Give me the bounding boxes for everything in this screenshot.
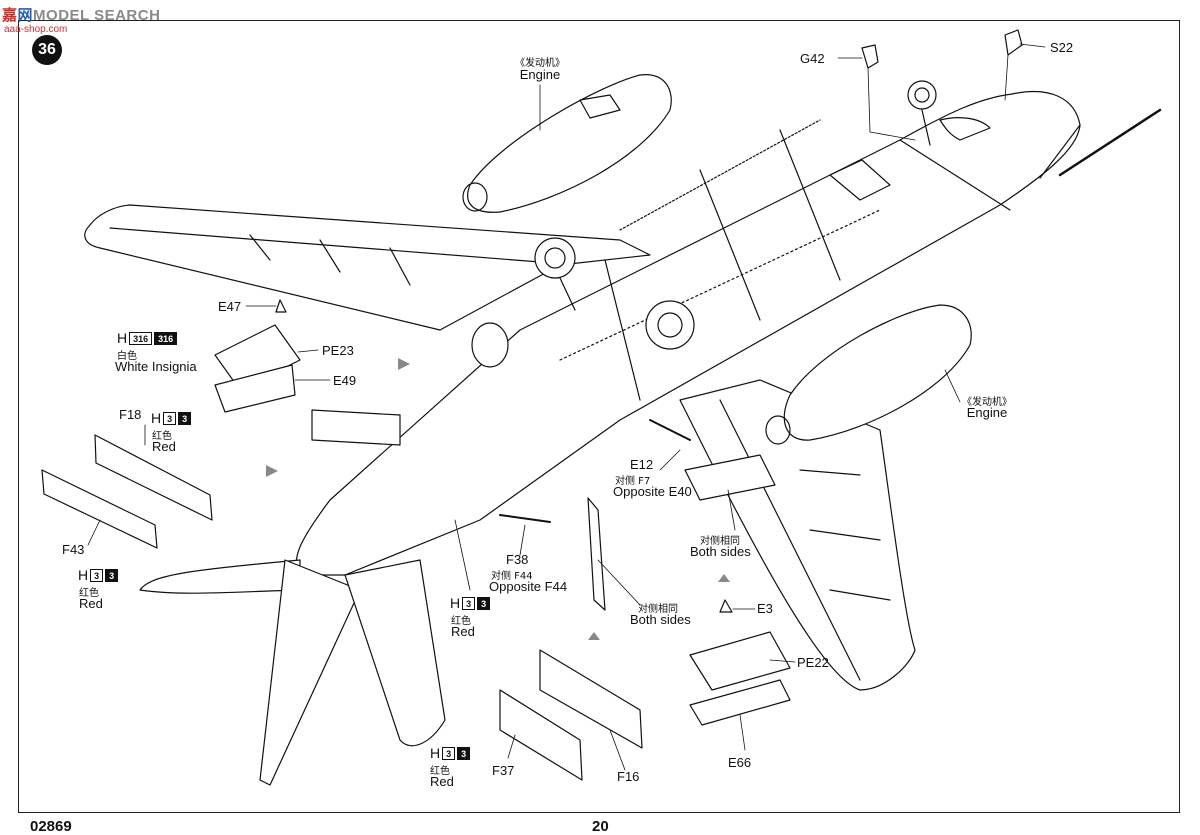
label-e66: E66 (728, 755, 752, 770)
label-both-right-cn: 对侧相同 (700, 536, 740, 547)
product-code: 02869 (30, 818, 72, 835)
paint-red-f18-en: Red (152, 439, 176, 454)
paint-red-mid-cn: 红色 (451, 616, 471, 627)
step-number: 36 (32, 35, 62, 65)
engine-right-label: Engine (966, 405, 1008, 420)
direction-arrows (266, 358, 730, 640)
engine-top-cn: 《发动机》 (515, 58, 565, 69)
label-e12-cn: 对侧 F7 (615, 476, 651, 487)
paint-white-en: White Insignia (115, 359, 197, 374)
paint-white-cn: 白色 (117, 351, 137, 362)
left-wing (84, 204, 651, 331)
watermark-url: aaa-shop.com (4, 24, 68, 35)
engine-top-label: Engine (519, 67, 561, 82)
label-both-mid: Both sides (630, 612, 691, 627)
tail (139, 559, 446, 786)
label-e3: E3 (757, 601, 773, 616)
landing-gear (471, 80, 937, 368)
part-s22 (1004, 29, 1023, 56)
paint-red-f43-cn: 红色 (79, 588, 99, 599)
watermark: 嘉网MODEL SEARCH (2, 7, 161, 24)
engine-right (765, 304, 972, 445)
label-e12: E12 (630, 457, 654, 472)
label-s22: S22 (1050, 40, 1074, 55)
label-f38-opposite: Opposite F44 (489, 579, 568, 594)
label-e49: E49 (333, 373, 357, 388)
paint-red-mid-en: Red (451, 624, 475, 639)
part-g42 (861, 44, 879, 69)
paint-red-bottom-cn: 红色 (430, 766, 450, 777)
fuselage (295, 90, 1162, 576)
label-f43: F43 (62, 542, 85, 557)
page-frame (18, 20, 1180, 813)
label-pe22: PE22 (797, 655, 829, 670)
parts-left (41, 299, 401, 549)
paint-red-f43-en: Red (79, 596, 103, 611)
label-pe23: PE23 (322, 343, 354, 358)
label-both-right: Both sides (690, 544, 751, 559)
label-f16: F16 (617, 769, 640, 784)
engine-top (462, 74, 672, 213)
label-both-mid-cn: 对侧相同 (638, 604, 678, 615)
label-f18: F18 (119, 407, 142, 422)
label-f38: F38 (506, 552, 529, 567)
label-e47: E47 (218, 299, 242, 314)
paint-red-bottom-en: Red (430, 774, 454, 789)
parts-right (499, 419, 791, 781)
leader-lines (87, 43, 1046, 771)
label-e12-opposite: Opposite E40 (613, 484, 692, 499)
page-number: 20 (592, 818, 609, 835)
engine-right-cn: 《发动机》 (962, 397, 1012, 408)
label-f38-cn: 对侧 F44 (491, 571, 533, 582)
label-g42: G42 (800, 51, 825, 66)
label-f37: F37 (492, 763, 515, 778)
right-wing (679, 379, 916, 691)
paint-red-f18-cn: 红色 (152, 431, 172, 442)
